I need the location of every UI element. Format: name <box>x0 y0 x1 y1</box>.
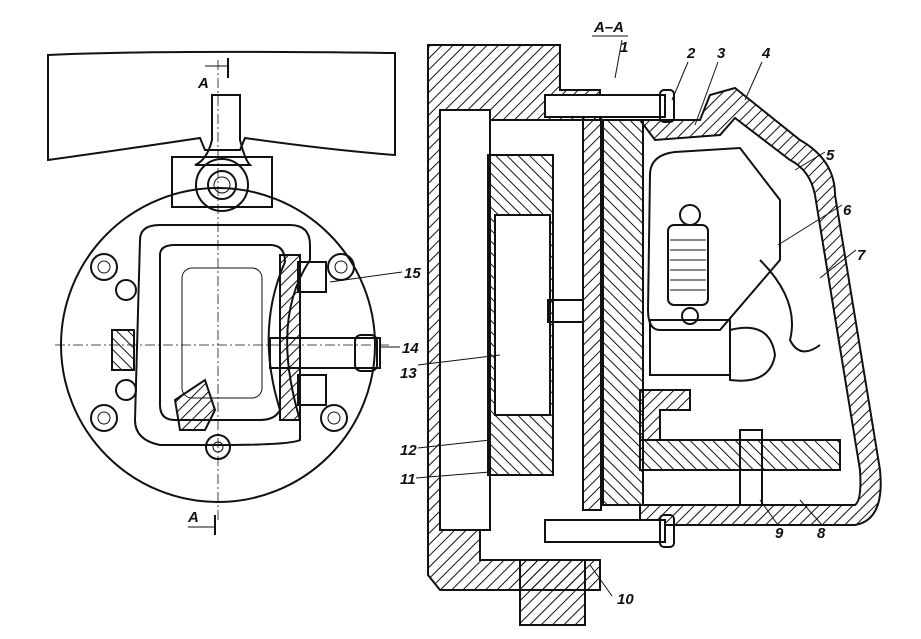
friction-plate <box>602 119 644 506</box>
callout-15: 15 <box>404 265 421 282</box>
brake-disc <box>582 114 602 511</box>
lever-arm <box>194 94 253 166</box>
callout-1: 1 <box>620 39 628 56</box>
spring-pin-top <box>679 204 701 226</box>
bolt-9 <box>739 429 763 506</box>
shaft <box>269 337 381 369</box>
spring-pin-bottom <box>681 307 699 325</box>
spring <box>667 224 709 306</box>
callout-6: 6 <box>843 202 852 219</box>
callout-8: 8 <box>817 525 826 542</box>
callouts: 1 2 3 4 5 6 7 8 9 10 11 12 13 14 15 <box>329 39 866 608</box>
front-view: A A <box>47 50 396 535</box>
bolt-head-bottom <box>659 514 675 548</box>
callout-7: 7 <box>857 247 866 264</box>
section-view: A–A <box>427 19 882 626</box>
callout-12: 12 <box>400 442 417 459</box>
bolt-bottom <box>544 519 666 543</box>
bracket-elbow <box>639 389 691 441</box>
mount-bracket <box>171 156 273 208</box>
shaft-end <box>354 334 378 372</box>
pivot-bore <box>213 176 231 194</box>
inner-panel <box>181 267 263 399</box>
cover-housing <box>638 86 882 526</box>
callout-14: 14 <box>402 340 419 357</box>
frame-beam <box>47 50 396 162</box>
section-marker-top: A <box>197 75 209 92</box>
springs-bottom <box>297 374 327 406</box>
springs-top <box>297 261 327 293</box>
bolt-head-2 <box>659 89 675 123</box>
callout-9: 9 <box>775 525 784 542</box>
callout-10: 10 <box>617 591 634 608</box>
inner-window <box>159 244 287 421</box>
mount-flange <box>519 559 586 626</box>
wire-loop <box>759 259 821 353</box>
bolt-2 <box>544 94 666 118</box>
adjuster <box>173 378 217 431</box>
callout-3: 3 <box>717 45 726 62</box>
pivot-ring <box>195 158 249 212</box>
spring-coils <box>670 239 706 291</box>
callout-4: 4 <box>761 45 771 62</box>
section-marker-bottom: A <box>187 509 199 526</box>
hub-bore <box>439 109 491 531</box>
drum-inner <box>494 214 551 416</box>
cam-block <box>649 319 731 376</box>
callout-13: 13 <box>400 365 417 382</box>
section-title: A–A <box>593 19 624 36</box>
mounting-bolts <box>90 253 355 460</box>
pivot-nut <box>207 170 237 200</box>
callout-5: 5 <box>826 147 835 164</box>
callout-11: 11 <box>400 471 416 488</box>
callout-2: 2 <box>686 45 696 62</box>
shoe-block-left <box>111 329 135 371</box>
cam <box>729 326 777 382</box>
